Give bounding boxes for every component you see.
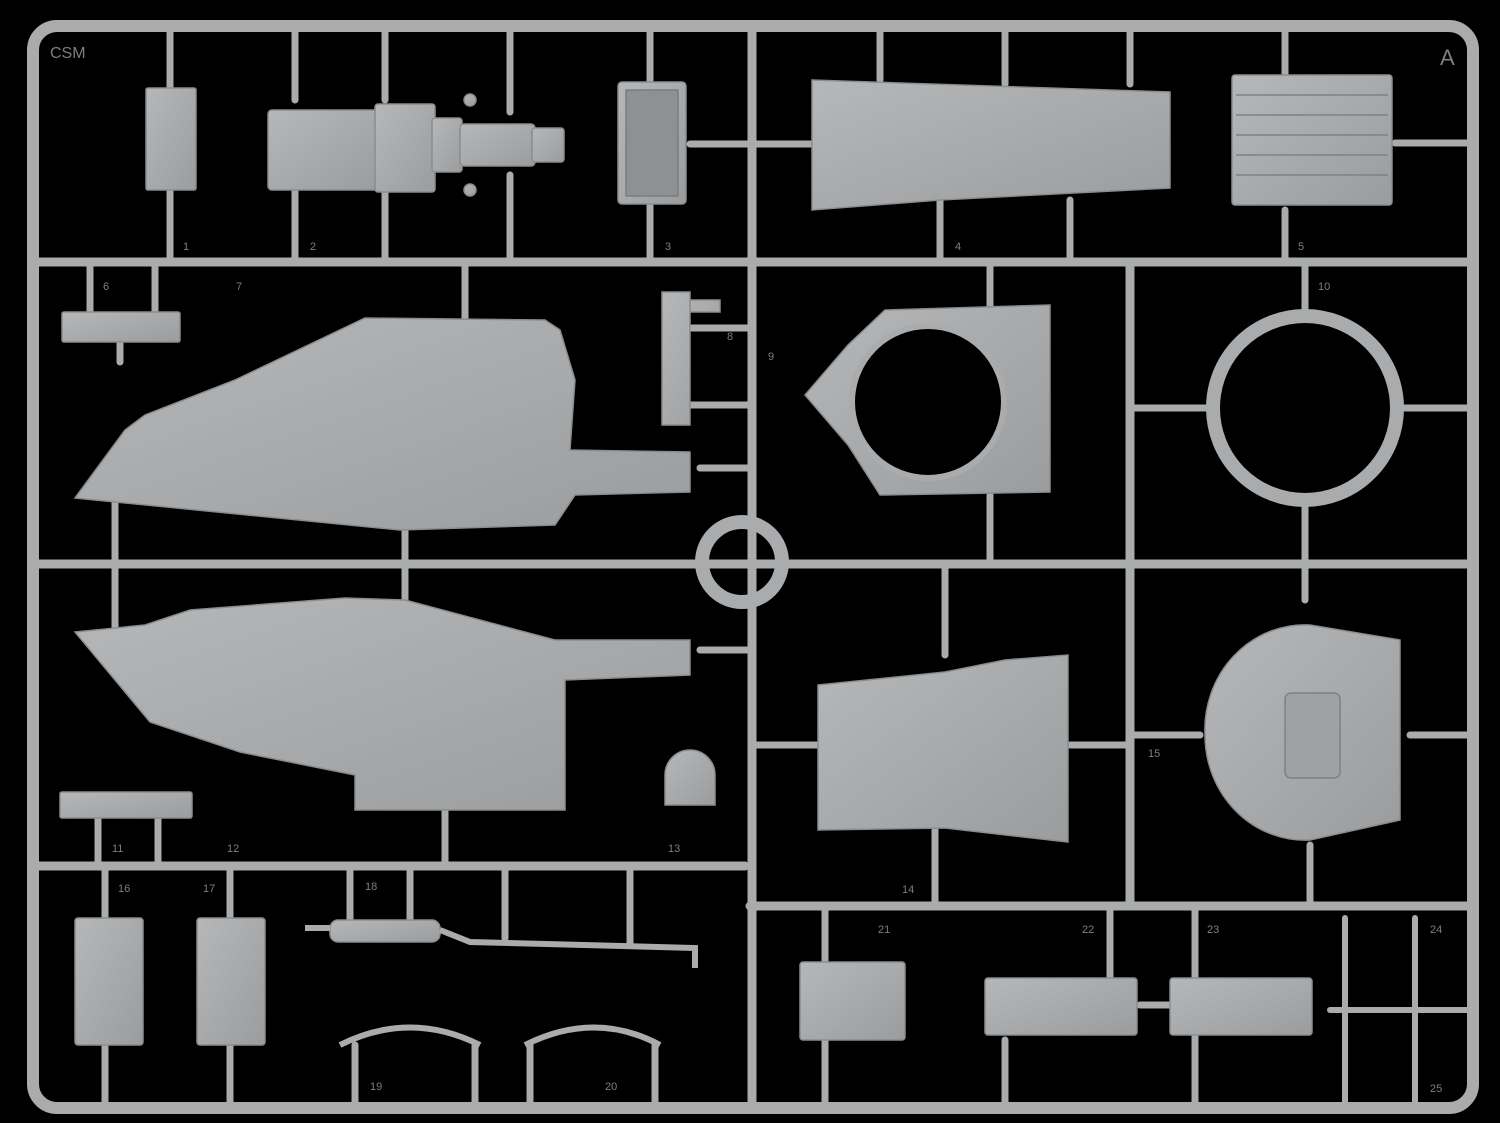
part-16	[74, 917, 144, 1046]
part-number-7: 7	[236, 281, 242, 293]
part-6	[61, 311, 181, 343]
part-number-25: 25	[1430, 1083, 1442, 1095]
part-number-19: 19	[370, 1081, 382, 1093]
part-number-22: 22	[1082, 924, 1094, 936]
part-18	[305, 919, 698, 968]
brand-mark: CSM	[50, 45, 86, 62]
part-1	[145, 87, 197, 191]
part-number-18: 18	[365, 881, 377, 893]
part-22	[984, 977, 1138, 1036]
part-number-12: 12	[227, 843, 239, 855]
part-12	[73, 597, 691, 811]
sprue-letter: A	[1440, 45, 1455, 70]
part-4	[811, 79, 1171, 211]
part-number-8: 8	[727, 331, 733, 343]
part-number-3: 3	[665, 241, 671, 253]
part-23	[1169, 977, 1313, 1036]
sprue-frame	[27, 20, 1479, 1114]
part-11	[59, 791, 193, 819]
part-7	[73, 317, 691, 531]
part-15	[1204, 624, 1401, 841]
part-8	[661, 291, 721, 426]
part-19	[338, 1024, 482, 1048]
part-17	[196, 917, 266, 1046]
part-number-21: 21	[878, 924, 890, 936]
part-number-20: 20	[605, 1081, 617, 1093]
part-13	[664, 749, 716, 806]
part-2	[267, 93, 565, 197]
sprue-gates	[86, 28, 1477, 1108]
sprue-labels: CSM A 1 2 3 4 5 6 7 8 9 10 11 12 13 14 1…	[50, 45, 1455, 1095]
part-number-1: 1	[183, 241, 189, 253]
part-number-2: 2	[310, 241, 316, 253]
part-number-4: 4	[955, 241, 961, 253]
part-21	[799, 961, 906, 1041]
sprue-center-ring	[695, 515, 789, 609]
part-number-17: 17	[203, 883, 215, 895]
part-number-5: 5	[1298, 241, 1304, 253]
part-number-10: 10	[1318, 281, 1330, 293]
sprue-parts	[59, 74, 1404, 1048]
part-5	[1231, 74, 1393, 206]
part-10	[1206, 309, 1404, 507]
part-14	[817, 654, 1069, 843]
part-number-24: 24	[1430, 924, 1442, 936]
part-number-23: 23	[1207, 924, 1219, 936]
part-number-15: 15	[1148, 748, 1160, 760]
part-number-6: 6	[103, 281, 109, 293]
part-number-13: 13	[668, 843, 680, 855]
part-20	[523, 1024, 662, 1048]
part-3	[617, 81, 687, 205]
part-number-14: 14	[902, 884, 914, 896]
part-number-9: 9	[768, 351, 774, 363]
part-number-16: 16	[118, 883, 130, 895]
part-number-11: 11	[112, 843, 123, 855]
